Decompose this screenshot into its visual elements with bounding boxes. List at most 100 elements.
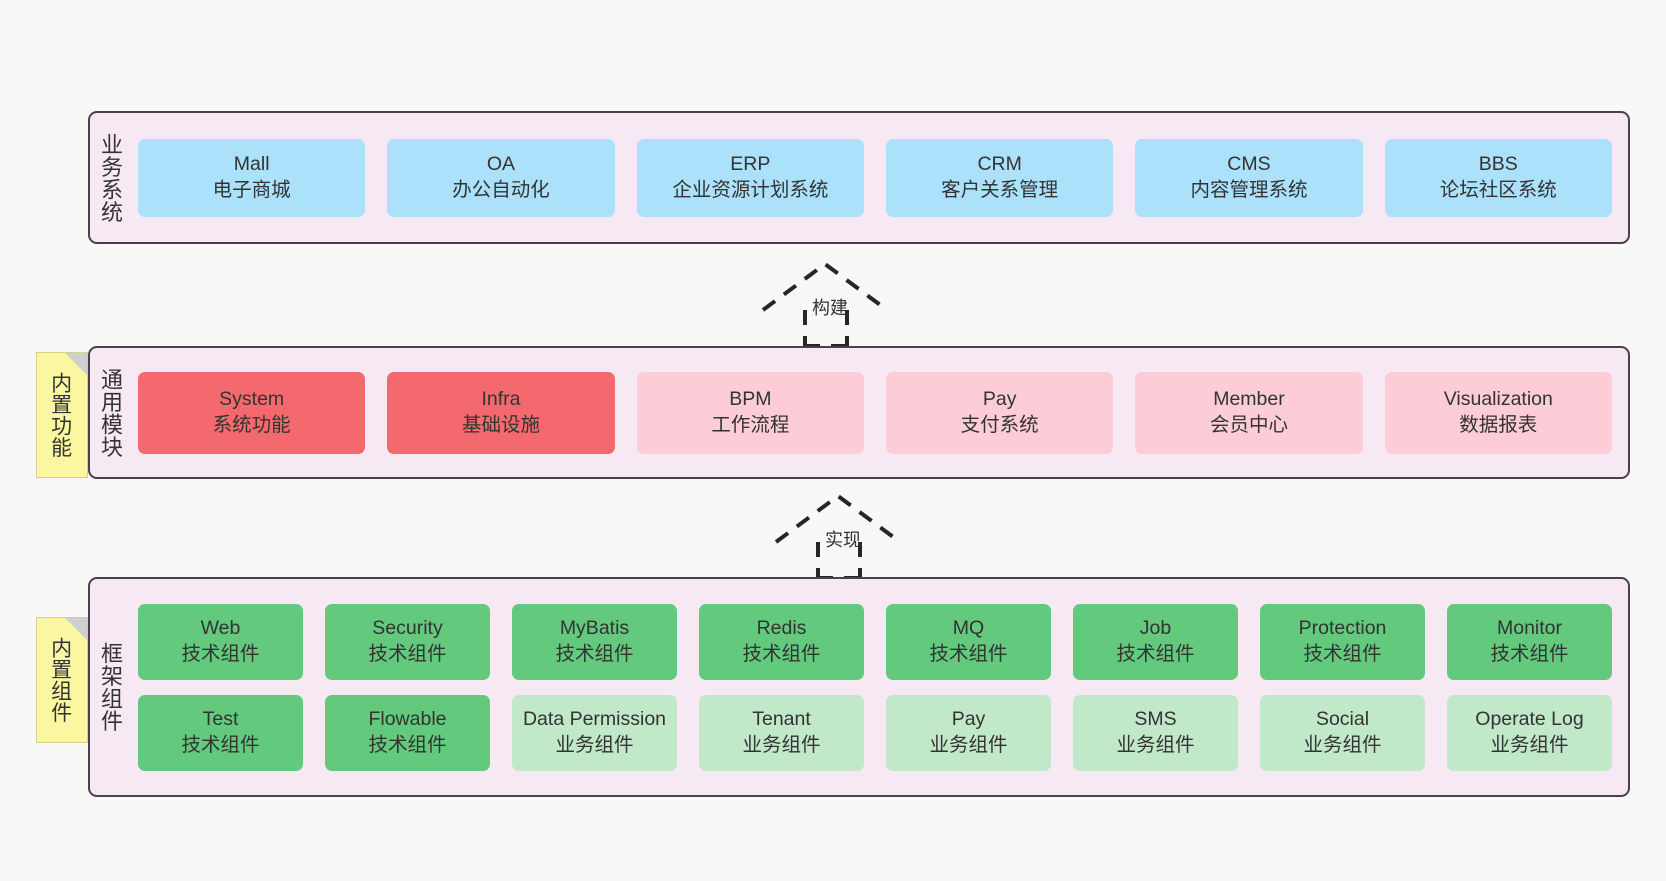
card-data-permission[interactable]: Data Permission 业务组件 [512, 694, 677, 771]
card-social[interactable]: Social 业务组件 [1260, 694, 1425, 771]
card-oa[interactable]: OA 办公自动化 [387, 138, 615, 217]
card-security[interactable]: Security 技术组件 [325, 603, 490, 680]
card-subtitle: 技术组件 [1116, 642, 1195, 665]
layer-title-business-systems: 业务系统 [97, 132, 123, 223]
card-crm[interactable]: CRM 客户关系管理 [885, 138, 1114, 217]
card-web[interactable]: Web 技术组件 [138, 603, 303, 680]
note-text: 内置功能 [48, 372, 72, 458]
card-subtitle: 业务组件 [929, 733, 1008, 756]
card-title: Infra [481, 388, 521, 411]
card-subtitle: 基础设施 [461, 413, 540, 436]
card-title: MyBatis [559, 617, 630, 640]
card-bbs[interactable]: BBS 论坛社区系统 [1384, 138, 1612, 217]
card-title: Operate Log [1475, 708, 1584, 731]
card-test[interactable]: Test 技术组件 [138, 694, 303, 771]
card-subtitle: 支付系统 [960, 413, 1039, 436]
card-title: Member [1213, 388, 1285, 411]
card-tenant[interactable]: Tenant 业务组件 [699, 694, 864, 771]
card-erp[interactable]: ERP 企业资源计划系统 [636, 138, 864, 217]
card-bpm[interactable]: BPM 工作流程 [636, 371, 864, 454]
card-title: Web [200, 617, 241, 640]
card-subtitle: 电子商城 [212, 178, 291, 201]
card-cms[interactable]: CMS 内容管理系统 [1135, 138, 1363, 217]
card-title: BBS [1478, 153, 1518, 176]
note-builtin-features[interactable]: 内置功能 [36, 352, 88, 478]
card-title: CRM [977, 153, 1022, 176]
card-title: Protection [1298, 617, 1387, 640]
card-subtitle: 技术组件 [555, 642, 634, 665]
card-member[interactable]: Member 会员中心 [1135, 371, 1363, 454]
card-row: System 系统功能 Infra 基础设施 BPM 工作流程 Pay 支付系统… [138, 371, 1612, 454]
card-mall[interactable]: Mall 电子商城 [138, 138, 366, 217]
card-subtitle: 业务组件 [1116, 733, 1195, 756]
page-fold-icon [65, 353, 87, 375]
layer-body-framework-components: Web 技术组件 Security 技术组件 MyBatis 技术组件 Redi… [130, 579, 1628, 795]
layer-business-systems: 业务系统 Mall 电子商城 OA 办公自动化 ERP 企业资源计划系统 CRM… [88, 111, 1630, 244]
card-protection[interactable]: Protection 技术组件 [1260, 603, 1425, 680]
card-system[interactable]: System 系统功能 [138, 371, 366, 454]
layer-body-common-modules: System 系统功能 Infra 基础设施 BPM 工作流程 Pay 支付系统… [130, 348, 1628, 477]
card-subtitle: 数据报表 [1459, 413, 1538, 436]
card-title: Pay [951, 708, 986, 731]
card-mybatis[interactable]: MyBatis 技术组件 [512, 603, 677, 680]
card-title: Monitor [1496, 617, 1563, 640]
card-subtitle: 工作流程 [711, 413, 790, 436]
card-title: Job [1139, 617, 1172, 640]
card-visualization[interactable]: Visualization 数据报表 [1384, 371, 1612, 454]
card-subtitle: 技术组件 [1490, 642, 1569, 665]
card-title: Pay [982, 388, 1017, 411]
card-job[interactable]: Job 技术组件 [1073, 603, 1238, 680]
card-title: Data Permission [522, 708, 667, 731]
card-subtitle: 业务组件 [742, 733, 821, 756]
card-title: Tenant [752, 708, 811, 731]
layer-common-modules: 通用模块 System 系统功能 Infra 基础设施 BPM 工作流程 Pay… [88, 346, 1630, 479]
card-title: ERP [730, 153, 771, 176]
card-title: Social [1315, 708, 1370, 731]
card-subtitle: 业务组件 [555, 733, 634, 756]
card-title: Test [202, 708, 239, 731]
card-title: Flowable [368, 708, 447, 731]
card-subtitle: 论坛社区系统 [1439, 178, 1557, 201]
card-subtitle: 技术组件 [368, 733, 447, 756]
card-subtitle: 系统功能 [212, 413, 291, 436]
card-subtitle: 技术组件 [181, 733, 260, 756]
page-fold-icon [65, 618, 87, 640]
card-pay-component[interactable]: Pay 业务组件 [886, 694, 1051, 771]
card-title: CMS [1227, 153, 1271, 176]
connector-implement-label: 实现 [825, 530, 861, 550]
card-subtitle: 企业资源计划系统 [672, 178, 829, 201]
card-infra[interactable]: Infra 基础设施 [387, 371, 615, 454]
card-flowable[interactable]: Flowable 技术组件 [325, 694, 490, 771]
card-title: BPM [729, 388, 772, 411]
layer-title-framework-components: 框架组件 [97, 642, 123, 732]
card-subtitle: 技术组件 [929, 642, 1008, 665]
connector-build-label: 构建 [812, 298, 848, 318]
card-pay[interactable]: Pay 支付系统 [885, 371, 1114, 454]
card-row: Web 技术组件 Security 技术组件 MyBatis 技术组件 Redi… [138, 603, 1612, 680]
card-row: Test 技术组件 Flowable 技术组件 Data Permission … [138, 694, 1612, 771]
card-sms[interactable]: SMS 业务组件 [1073, 694, 1238, 771]
card-title: Redis [756, 617, 807, 640]
card-subtitle: 技术组件 [1303, 642, 1382, 665]
card-subtitle: 办公自动化 [452, 178, 550, 201]
card-subtitle: 会员中心 [1209, 413, 1288, 436]
layer-framework-components: 框架组件 Web 技术组件 Security 技术组件 MyBatis 技术组件… [88, 577, 1630, 797]
card-subtitle: 业务组件 [1490, 733, 1569, 756]
layer-body-business-systems: Mall 电子商城 OA 办公自动化 ERP 企业资源计划系统 CRM 客户关系… [130, 113, 1628, 242]
note-text: 内置组件 [48, 637, 72, 723]
card-title: SMS [1134, 708, 1177, 731]
card-mq[interactable]: MQ 技术组件 [886, 603, 1051, 680]
card-operate-log[interactable]: Operate Log 业务组件 [1447, 694, 1612, 771]
card-monitor[interactable]: Monitor 技术组件 [1447, 603, 1612, 680]
layer-title-common-modules: 通用模块 [97, 367, 123, 458]
note-builtin-components[interactable]: 内置组件 [36, 617, 88, 743]
card-subtitle: 客户关系管理 [941, 178, 1059, 201]
card-title: Visualization [1443, 388, 1553, 411]
card-title: Security [372, 617, 443, 640]
card-subtitle: 技术组件 [742, 642, 821, 665]
card-title: Mall [233, 153, 270, 176]
card-row: Mall 电子商城 OA 办公自动化 ERP 企业资源计划系统 CRM 客户关系… [138, 138, 1612, 217]
card-subtitle: 技术组件 [368, 642, 447, 665]
card-title: System [219, 388, 285, 411]
card-redis[interactable]: Redis 技术组件 [699, 603, 864, 680]
